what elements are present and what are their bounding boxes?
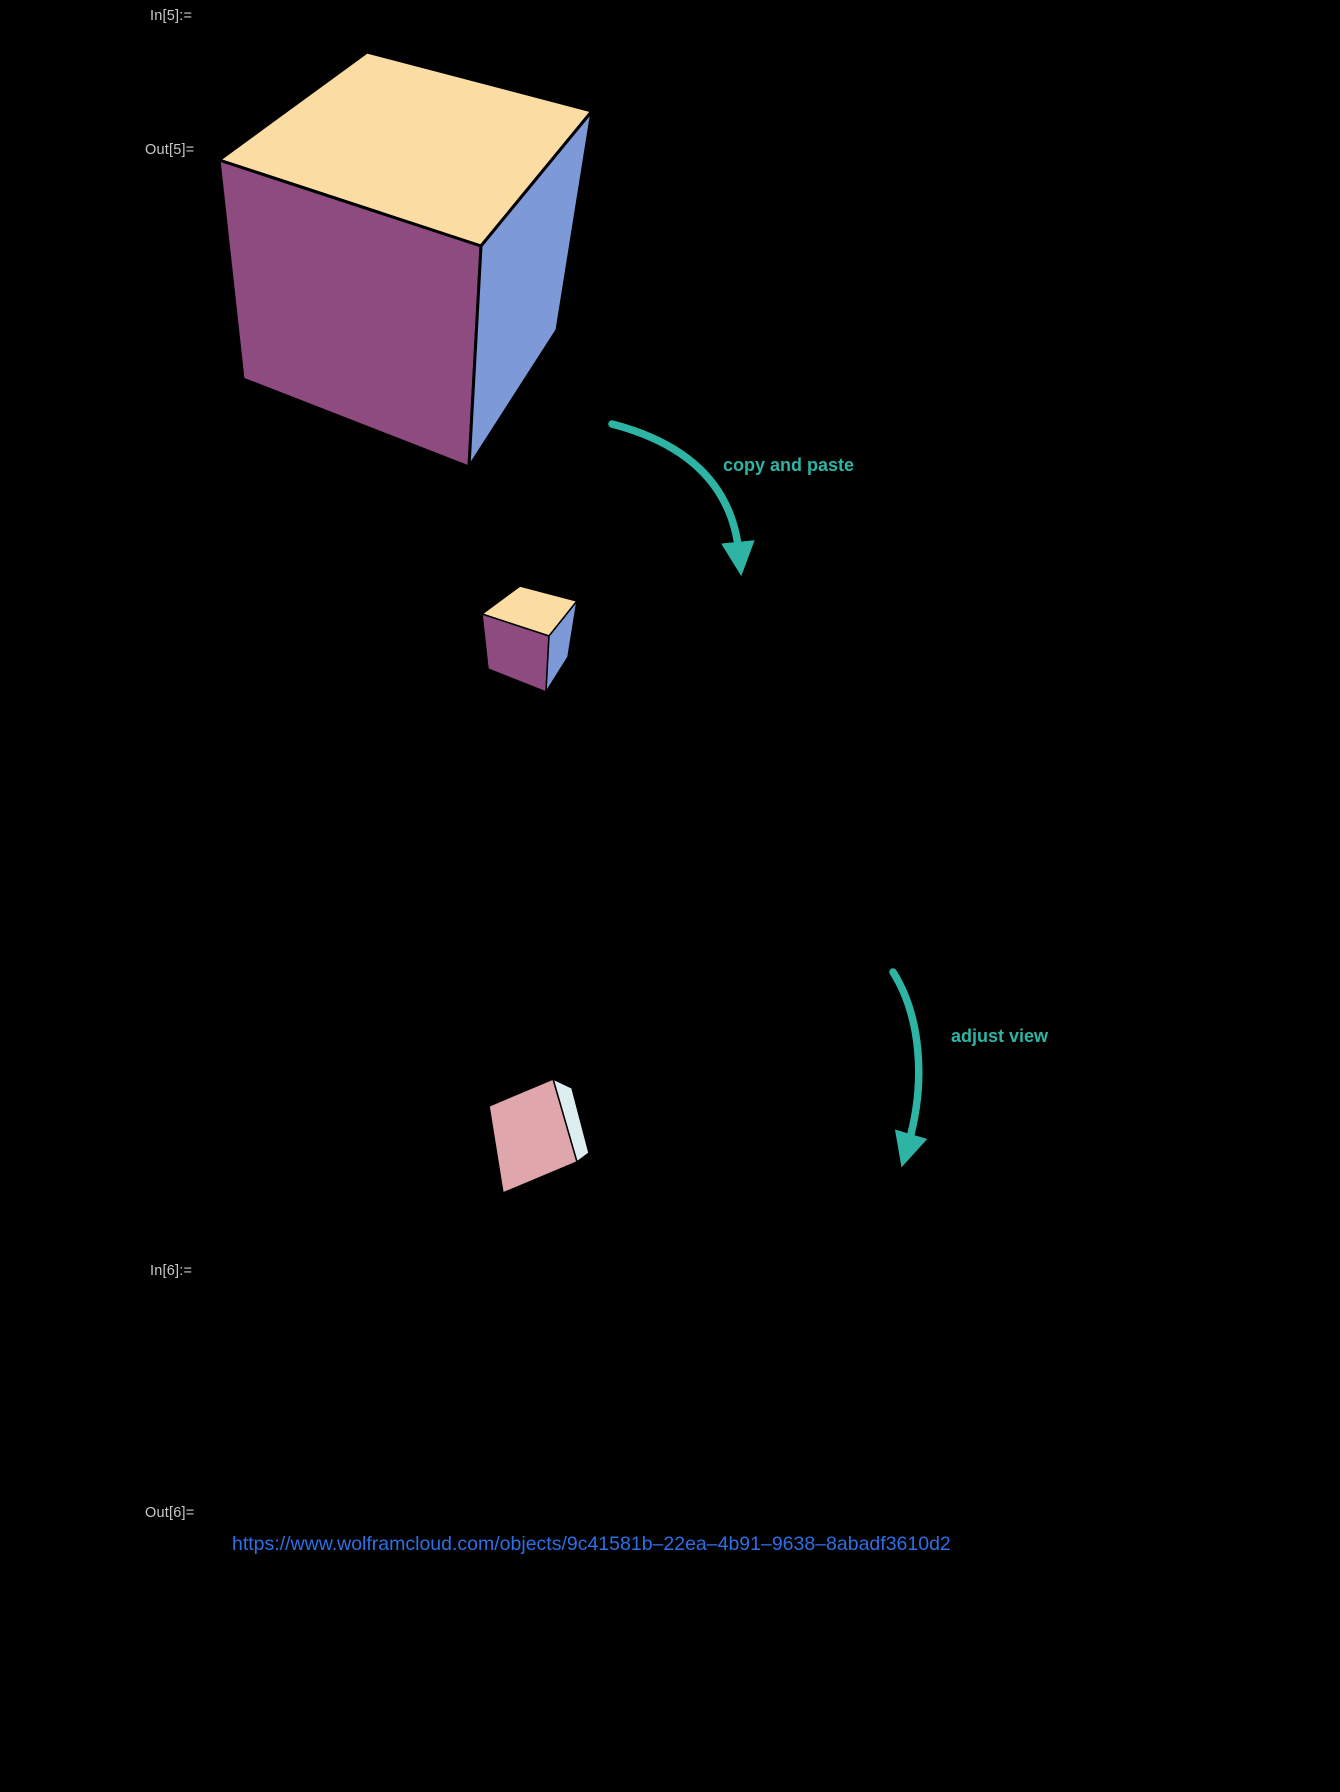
copy-paste-arrow-icon bbox=[608, 420, 755, 577]
cube-right-face bbox=[467, 109, 594, 469]
cloud-object-link[interactable]: https://www.wolframcloud.com/objects/9c4… bbox=[232, 1533, 951, 1555]
copy-paste-label: copy and paste bbox=[723, 455, 855, 475]
cell-label-out6: Out[6]= bbox=[145, 1505, 195, 1521]
cell-label-in5: In[5]:= bbox=[150, 8, 193, 24]
cell-label-out5: Out[5]= bbox=[145, 142, 195, 158]
cube-front-face bbox=[488, 1078, 578, 1194]
adjust-view-arrow-path bbox=[889, 968, 928, 1168]
cube-right-face bbox=[545, 600, 578, 693]
graphics3d-cuboid-large[interactable] bbox=[210, 45, 610, 480]
cell-label-in6: In[6]:= bbox=[150, 1263, 193, 1279]
adjust-view-arrow-icon bbox=[889, 968, 928, 1168]
graphics3d-cuboid-pasted[interactable] bbox=[475, 580, 590, 700]
graphics3d-cuboid-adjusted[interactable] bbox=[480, 1070, 605, 1205]
copy-paste-arrow-path bbox=[608, 420, 755, 577]
adjust-view-label: adjust view bbox=[951, 1026, 1049, 1046]
